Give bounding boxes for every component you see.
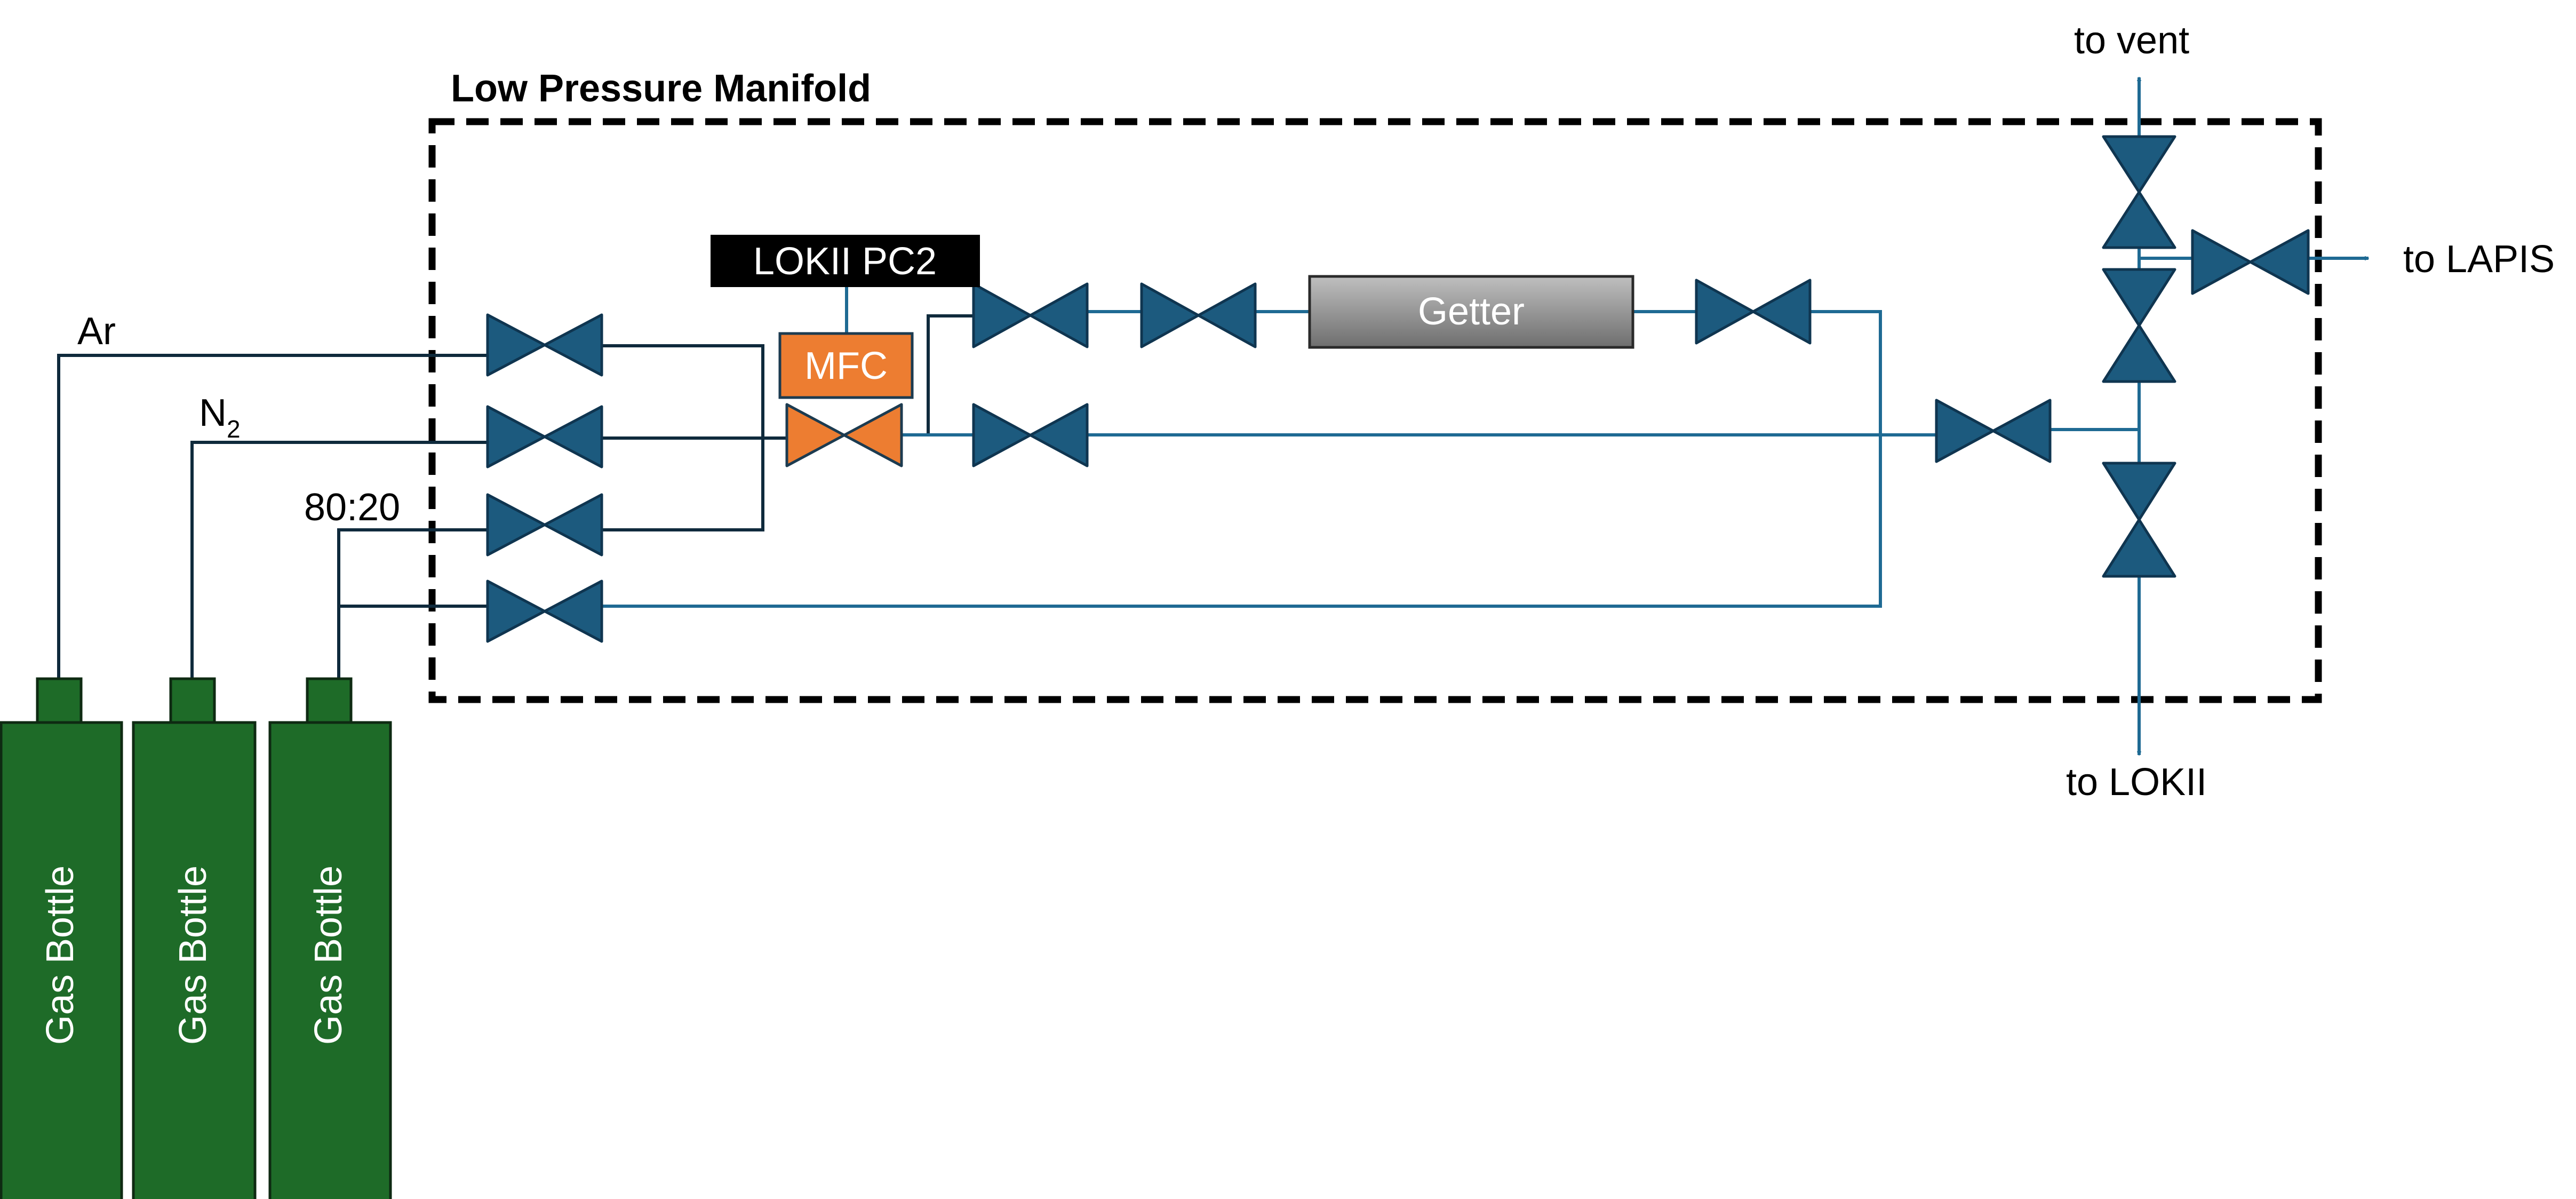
gas-bottle-1: Gas Bottle — [0, 677, 123, 1199]
valves — [486, 135, 2310, 643]
supply-pipes — [57, 314, 974, 679]
bottle-valve-cap — [169, 677, 216, 724]
bottle-body — [0, 721, 123, 1199]
valve-bypass[interactable] — [486, 579, 603, 643]
bottle-valve-cap — [306, 677, 353, 724]
valve-mix[interactable] — [486, 493, 603, 557]
valve-main[interactable] — [1935, 399, 2052, 463]
mfc-label: MFC — [804, 345, 888, 387]
valve-getter-in-2[interactable] — [1140, 282, 1257, 348]
valve-n2[interactable] — [486, 405, 603, 469]
mfc-box — [778, 332, 914, 399]
bottle-label: Gas Bottle — [172, 865, 214, 1045]
process-pipes — [602, 77, 2368, 755]
getter-box — [1308, 275, 1634, 349]
controller-box — [711, 235, 980, 287]
line-label-n2-main: N — [199, 392, 227, 434]
getter-label: Getter — [1418, 290, 1525, 333]
outlet-label-vent: to vent — [2074, 19, 2189, 62]
valve-lokii[interactable] — [2102, 462, 2176, 578]
valve-ar[interactable] — [486, 313, 603, 377]
gas-bottle-2: Gas Bottle — [132, 677, 257, 1199]
line-label-n2: N2 — [199, 392, 241, 443]
valve-direct[interactable] — [972, 403, 1089, 467]
gas-bottle-3: Gas Bottle — [268, 677, 392, 1199]
bottle-body — [132, 721, 257, 1199]
controller-label: LOKII PC2 — [753, 240, 937, 283]
manifold-title: Low Pressure Manifold — [451, 67, 871, 110]
valve-getter-in-1[interactable] — [972, 282, 1089, 348]
valve-getter-out[interactable] — [1695, 279, 1812, 345]
line-label-n2-subscript: 2 — [227, 415, 241, 443]
bottle-body — [268, 721, 392, 1199]
valve-lapis[interactable] — [2191, 229, 2310, 295]
manifold-boundary — [428, 118, 2322, 703]
bottle-label: Gas Bottle — [39, 865, 82, 1045]
valve-mfc[interactable] — [785, 403, 903, 467]
bottle-label: Gas Bottle — [307, 865, 350, 1045]
valve-riser[interactable] — [2102, 268, 2176, 383]
bottle-valve-cap — [36, 677, 83, 724]
outlet-label-lapis: to LAPIS — [2403, 238, 2555, 281]
outlet-label-lokii: to LOKII — [2066, 761, 2207, 804]
line-label-mix: 80:20 — [304, 486, 400, 529]
line-label-ar: Ar — [77, 310, 116, 353]
valve-vent[interactable] — [2102, 135, 2176, 249]
